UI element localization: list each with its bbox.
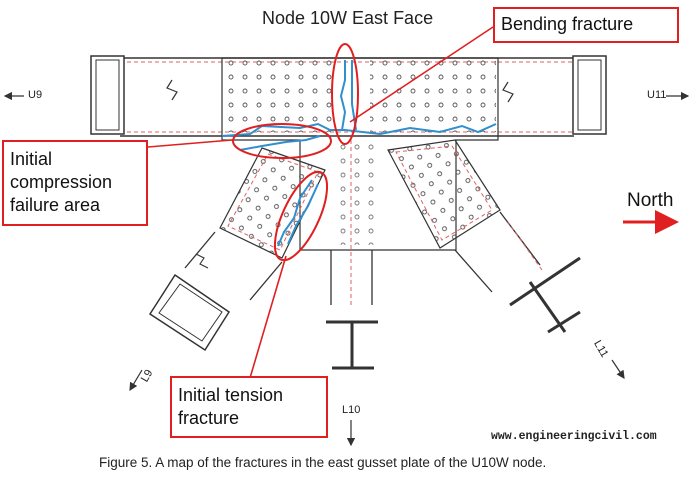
bending-fracture-label: Bending fracture (501, 14, 634, 34)
u9-label: U9 (28, 89, 43, 101)
compression-label-line2: compression (10, 172, 113, 192)
u11-member-box (572, 55, 607, 135)
north-label: North (627, 190, 674, 211)
top-chord (120, 57, 574, 137)
rivet-field-center (335, 140, 375, 245)
l10-label: L10 (342, 404, 361, 416)
l11-diagonal-member (387, 139, 581, 334)
rivet-field-top-left (224, 60, 334, 132)
gusset-plate-outline (221, 57, 499, 251)
bending-fracture-ellipse (331, 43, 359, 145)
rivet-field-top-right (370, 60, 496, 132)
l10-vertical-member (326, 140, 378, 370)
bending-fracture-callout: Bending fracture (493, 7, 679, 43)
watermark-text: www.engineeringcivil.com (491, 430, 657, 443)
tension-label-line1: Initial tension (178, 385, 284, 405)
diagram-title: Node 10W East Face (262, 8, 434, 28)
compression-label-line1: Initial (10, 149, 53, 169)
compression-failure-callout: Initial compression failure area (2, 140, 148, 226)
compression-label-line3: failure area (10, 195, 101, 215)
tension-fracture-ellipse (273, 170, 329, 262)
l9-diagonal-member (148, 147, 326, 352)
fracture-lines (221, 60, 497, 247)
tension-label-line2: fracture (178, 408, 240, 428)
l11-arrow (611, 359, 625, 379)
compression-leader-line (147, 139, 233, 148)
l9-arrow (129, 369, 143, 392)
bending-leader-line (349, 26, 494, 123)
u9-member-box (90, 55, 125, 135)
tension-fracture-callout: Initial tension fracture (170, 376, 328, 438)
figure-caption: Figure 5. A map of the fractures in the … (99, 455, 547, 470)
u11-label: U11 (647, 89, 667, 101)
tension-leader-line (249, 255, 287, 379)
compression-area-ellipse (232, 123, 332, 159)
